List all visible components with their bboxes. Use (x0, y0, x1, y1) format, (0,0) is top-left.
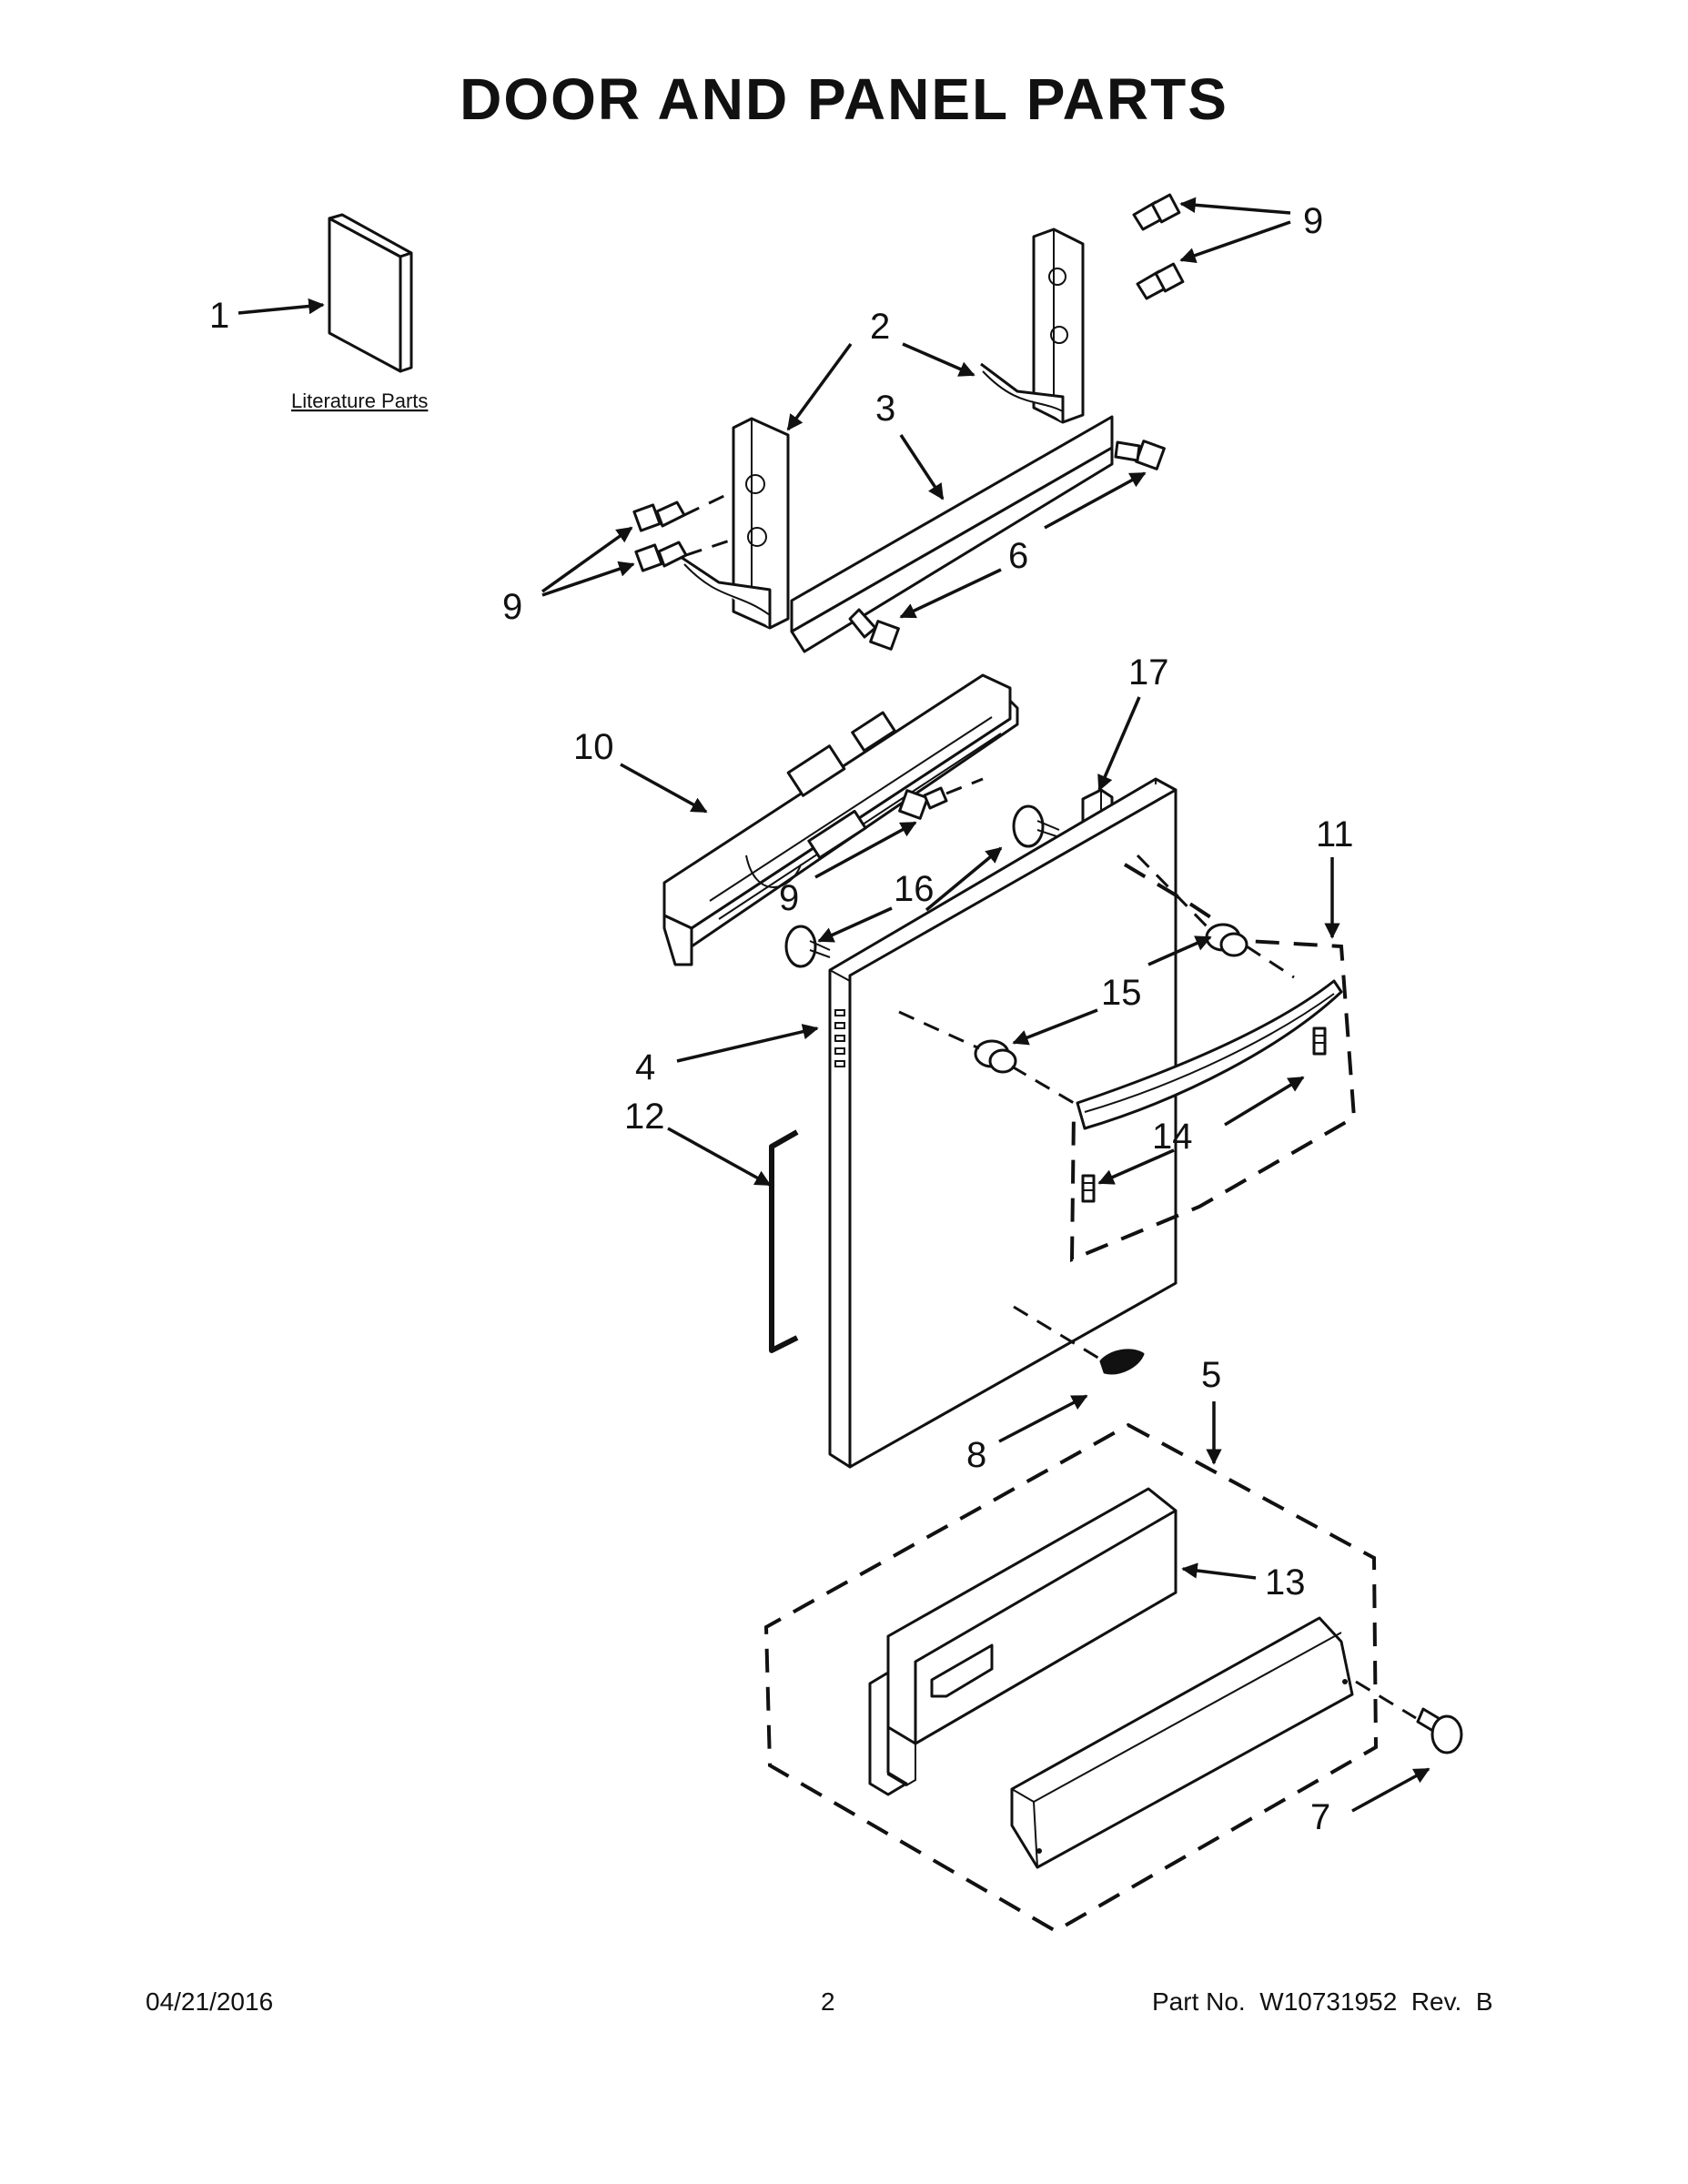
callout-2-leader-left (786, 342, 853, 431)
handle-set-screw-right (1312, 1026, 1327, 1056)
callout-1: 1 (209, 296, 229, 336)
callout-4: 4 (635, 1047, 655, 1087)
footer-part-number: Part No. W10731952 Rev. B (1152, 1987, 1493, 2016)
callout-1-leader (238, 298, 325, 315)
callout-13-leader (1181, 1562, 1257, 1580)
kick-plate-screw (1416, 1707, 1463, 1754)
toe-panel-kit-outline (763, 1422, 1379, 1934)
callout-3: 3 (875, 389, 895, 429)
callout-7: 7 (1310, 1797, 1330, 1837)
callout-8: 8 (966, 1435, 986, 1475)
callout-6-leader-right (1044, 471, 1147, 530)
callout-9-leader-left-2 (541, 561, 635, 597)
callout-15-leader-left (1012, 1008, 1098, 1046)
callout-6: 6 (1008, 536, 1028, 576)
logo-badge-path (1013, 1305, 1102, 1361)
callout-16-leader-left (817, 906, 893, 943)
callout-10-leader (620, 763, 708, 814)
logo-badge (1099, 1349, 1145, 1375)
callout-9-leader-panel (814, 821, 917, 879)
callout-16-leader-right (925, 846, 1003, 912)
screw-top-2 (1136, 262, 1185, 300)
toe-panel (868, 1487, 1178, 1796)
callout-9-left: 9 (502, 587, 522, 627)
callout-12-leader (667, 1127, 772, 1187)
door-vent-grille (834, 1009, 845, 1067)
handle-kit-outline (1069, 863, 1357, 1263)
mounting-bracket-right (980, 228, 1085, 424)
callout-9-leader-left-1 (541, 526, 633, 593)
control-panel-assembly (662, 673, 1019, 966)
screw-left-2-path (685, 537, 736, 557)
callout-9-panel: 9 (779, 878, 799, 918)
footer-date: 04/21/2016 (146, 1987, 274, 2016)
kick-plate-screw-path (1355, 1680, 1417, 1720)
callout-14: 14 (1152, 1117, 1193, 1157)
callout-11: 11 (1316, 814, 1354, 854)
standoff-left-to-handle (1011, 1065, 1075, 1105)
literature-booklet (328, 213, 413, 373)
page-title: DOOR AND PANEL PARTS (460, 66, 1228, 132)
callout-3-leader (899, 434, 945, 500)
screw-rail-right (1114, 440, 1166, 470)
callout-9-leader-top-1 (1179, 197, 1291, 215)
callout-10: 10 (573, 727, 614, 767)
door-rail (790, 415, 1114, 653)
standoff-left-path (898, 1010, 980, 1050)
callout-2-leader-right (902, 342, 975, 377)
callout-7-leader (1351, 1767, 1430, 1813)
callout-9-top: 9 (1303, 201, 1323, 241)
callout-4-leader (676, 1024, 819, 1063)
handle-standoff-right (1205, 923, 1248, 957)
footer-page-number: 2 (821, 1987, 835, 2016)
mounting-bracket-left (680, 417, 790, 630)
screw-left-1 (632, 500, 686, 532)
screw-panel (898, 786, 948, 820)
bumper-top (1012, 804, 1060, 848)
door-gasket (769, 1129, 799, 1353)
callout-6-leader-bottom (899, 568, 1002, 619)
door-handle (1076, 979, 1343, 1130)
screw-top-1 (1132, 193, 1181, 231)
callout-2: 2 (870, 307, 890, 347)
screw-left-2 (634, 541, 688, 572)
bumper-left (784, 925, 831, 968)
callout-8-leader (998, 1394, 1088, 1443)
callout-15: 15 (1101, 973, 1142, 1013)
callout-13: 13 (1265, 1562, 1306, 1603)
standoff-right-path (1136, 854, 1212, 932)
callout-17-leader (1097, 696, 1141, 792)
callout-15-leader-right (1147, 935, 1212, 966)
callout-16: 16 (894, 869, 935, 909)
literature-parts-label: Literature Parts (291, 389, 428, 412)
screw-panel-path (945, 777, 984, 795)
callout-14-leader-right (1224, 1076, 1305, 1127)
outer-door-panel (828, 777, 1178, 1469)
callout-17: 17 (1128, 652, 1169, 693)
callout-5: 5 (1201, 1355, 1221, 1395)
screw-rail-bottom (848, 608, 900, 651)
kick-plate (1010, 1616, 1354, 1869)
callout-12: 12 (624, 1097, 665, 1137)
screw-left-1-path (683, 490, 734, 517)
callout-14-leader-left (1097, 1148, 1175, 1185)
standoff-right-to-handle (1246, 945, 1295, 979)
handle-standoff-left (974, 1039, 1017, 1074)
handle-set-screw-left (1081, 1174, 1096, 1203)
callout-9-leader-top-2 (1179, 220, 1291, 264)
